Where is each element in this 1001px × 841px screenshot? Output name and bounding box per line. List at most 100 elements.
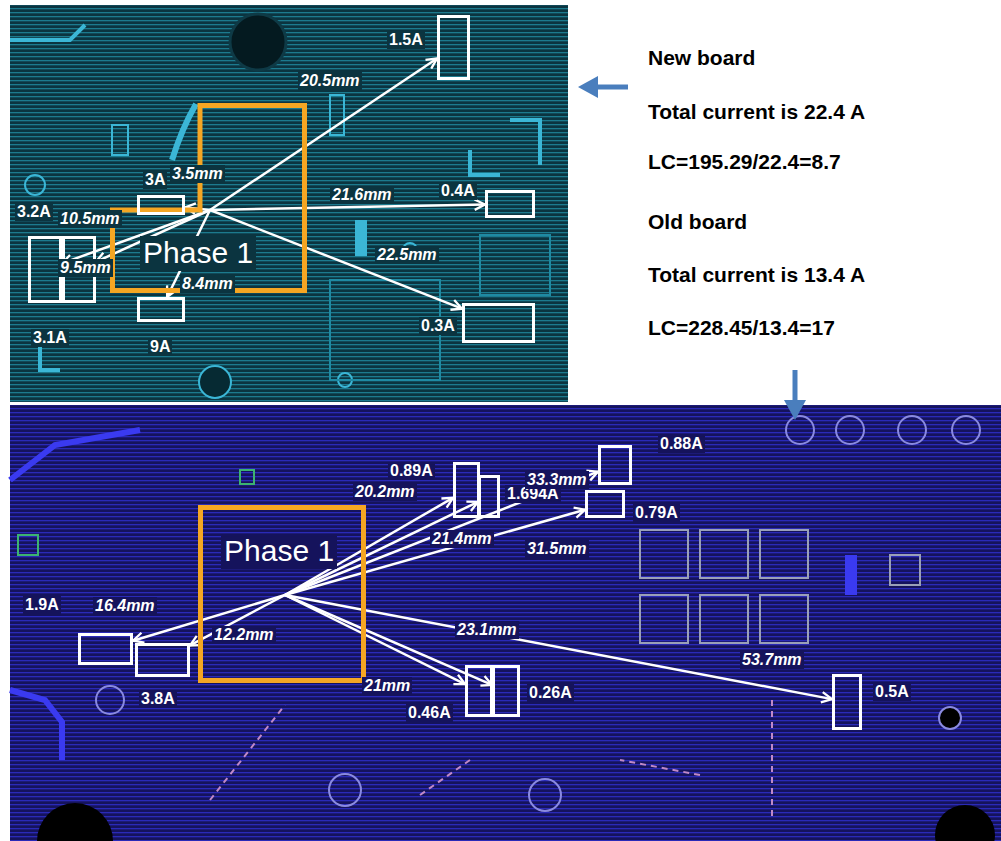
pointer-arrow xyxy=(793,370,798,402)
new-board-features xyxy=(10,14,550,398)
via-chain xyxy=(420,760,470,795)
summary-text: Old board xyxy=(648,209,747,234)
phase-label: Phase 1 xyxy=(140,236,256,271)
current-label: 3.2A xyxy=(15,203,53,221)
measure-box: 9A xyxy=(137,297,185,322)
pad xyxy=(760,595,808,643)
pad xyxy=(640,530,688,578)
measure-box: 0.79A xyxy=(585,490,625,518)
summary-text: LC=228.45/13.4=17 xyxy=(648,315,835,340)
measure-box: 3.8A xyxy=(135,643,190,677)
pad xyxy=(240,470,254,484)
measure-box: 1.5A xyxy=(437,15,470,80)
current-label: 0.3A xyxy=(419,317,457,335)
pad xyxy=(355,220,367,256)
via xyxy=(96,686,124,714)
distance-arrow xyxy=(285,595,492,685)
measure-box: 0.5A xyxy=(832,674,862,730)
pointer-arrow-head xyxy=(578,76,598,98)
distance-label: 10.5mm xyxy=(58,210,122,228)
via xyxy=(329,774,361,806)
distance-label: 23.1mm xyxy=(455,621,519,639)
measure-box: 0.88A xyxy=(598,445,632,485)
measure-box: 0.89A xyxy=(453,462,480,518)
via-chain xyxy=(210,705,285,800)
summary-text: Total current is 13.4 A xyxy=(648,262,865,287)
pad xyxy=(890,555,920,585)
summary-text: LC=195.29/22.4=8.7 xyxy=(648,149,841,174)
distance-arrow xyxy=(285,595,465,684)
via xyxy=(25,175,45,195)
component-outline xyxy=(480,235,550,295)
distance-label: 20.5mm xyxy=(298,72,362,90)
current-label: 1.9A xyxy=(23,596,61,614)
current-label: 0.79A xyxy=(633,504,680,522)
current-label: 0.46A xyxy=(406,704,453,722)
measure-box: 0.46A xyxy=(465,665,493,717)
pad xyxy=(760,530,808,578)
via xyxy=(199,366,231,398)
phase-outline-line xyxy=(113,106,305,291)
via xyxy=(529,779,561,811)
pad xyxy=(18,535,38,555)
distance-label: 16.4mm xyxy=(93,597,157,615)
trace xyxy=(10,690,62,760)
old-board-panel xyxy=(10,405,1001,841)
via xyxy=(939,707,961,729)
trace xyxy=(510,120,540,165)
distance-arrow xyxy=(210,205,485,211)
current-label: 0.89A xyxy=(388,462,435,480)
measure-box: 0.4A xyxy=(485,190,535,218)
distance-label: 12.2mm xyxy=(212,626,276,644)
trace xyxy=(10,25,85,40)
pad xyxy=(640,595,688,643)
distance-label: 22.5mm xyxy=(375,246,439,264)
distance-label: 20.2mm xyxy=(353,483,417,501)
current-label: 3.8A xyxy=(139,690,177,708)
distance-label: 21.4mm xyxy=(430,530,494,548)
via-chain xyxy=(771,700,773,820)
distance-label: 9.5mm xyxy=(58,259,113,277)
summary-text: Total current is 22.4 A xyxy=(648,99,865,124)
via-chain xyxy=(620,760,700,775)
pad xyxy=(112,125,128,155)
current-label: 9A xyxy=(148,338,172,356)
pad xyxy=(700,530,748,578)
current-label: 3.1A xyxy=(31,329,69,347)
distance-label: 31.5mm xyxy=(525,540,589,558)
phase-outline: Phase 1 xyxy=(198,505,366,683)
measure-box: 1.694A xyxy=(478,475,500,518)
summary-text: New board xyxy=(648,45,755,70)
mounting-hole xyxy=(230,14,286,70)
phase-label: Phase 1 xyxy=(221,534,337,569)
current-label: 0.4A xyxy=(439,182,477,200)
via xyxy=(836,416,864,444)
measure-box: 3A xyxy=(137,195,185,215)
pad xyxy=(700,595,748,643)
pointer-arrow xyxy=(596,85,628,90)
mounting-hole xyxy=(37,803,113,841)
distance-label: 33.3mm xyxy=(525,471,589,489)
pad xyxy=(845,555,857,595)
distance-label: 8.4mm xyxy=(180,275,235,293)
current-label: 0.88A xyxy=(658,435,705,453)
via xyxy=(786,416,814,444)
distance-label: 21mm xyxy=(362,677,412,695)
measure-box: 3.2A xyxy=(28,236,62,303)
via xyxy=(898,416,926,444)
mounting-hole xyxy=(935,805,995,841)
distance-label: 3.5mm xyxy=(170,165,225,183)
old-board-features xyxy=(10,416,995,841)
trace xyxy=(172,104,196,160)
pointer-arrow-head xyxy=(784,400,806,420)
current-label: 0.26A xyxy=(527,684,574,702)
new-board-panel xyxy=(10,5,568,402)
measure-box: 0.26A xyxy=(492,665,520,717)
distance-label: 21.6mm xyxy=(330,186,394,204)
distance-label: 53.7mm xyxy=(740,651,804,669)
pointer-arrows xyxy=(578,76,806,420)
trace xyxy=(470,150,500,175)
current-label: 1.5A xyxy=(387,31,425,49)
